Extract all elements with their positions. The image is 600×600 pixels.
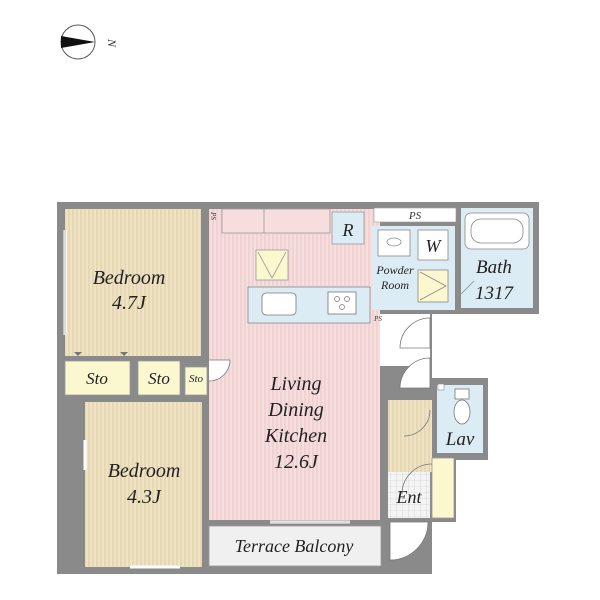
storage-2-label: Sto [148,369,170,388]
lavatory: Lav [437,383,483,453]
ldk-line-2: Dining [267,399,324,421]
bath-name: Bath [476,257,512,278]
bedroom-2-name: Bedroom [108,460,181,482]
washer-label: W [426,236,443,256]
lav-label: Lav [445,429,475,450]
bedroom-1-name: Bedroom [93,267,166,289]
entrance: Ent [388,400,455,561]
bath-size: 1317 [475,283,515,304]
bedroom-1: Bedroom 4.7J [63,209,201,356]
compass-letter: N [105,38,119,48]
powder-room: W Powder Room [372,226,455,310]
ldk-size: 12.6J [274,451,319,473]
balcony-label: Terrace Balcony [235,536,354,556]
ldk-line-3: Kitchen [264,425,327,447]
powder-line-1: Powder [375,263,414,277]
living-dining-kitchen: R PS Living Dining Kitchen 12.6J PS [208,208,431,520]
kitchen-ps-label: PS [373,315,382,323]
bath: Bath 1317 [460,208,533,308]
bedroom-1-size: 4.7J [112,292,147,314]
terrace-balcony: Terrace Balcony [208,520,382,567]
storage-1-label: Sto [86,369,108,388]
bedroom-2: Bedroom 4.3J [83,402,202,569]
top-ps-label: PS [408,210,422,222]
north-compass-icon: N [60,24,119,60]
bedroom-2-size: 4.3J [127,486,162,508]
refrigerator-label: R [342,220,354,240]
ldk-line-1: Living [269,373,321,395]
storage-3-label: Sto [189,373,204,385]
powder-line-2: Room [380,278,409,292]
storage-row: Sto Sto Sto [64,352,208,405]
ent-label: Ent [396,487,423,507]
left-ps-label: PS [209,211,217,220]
